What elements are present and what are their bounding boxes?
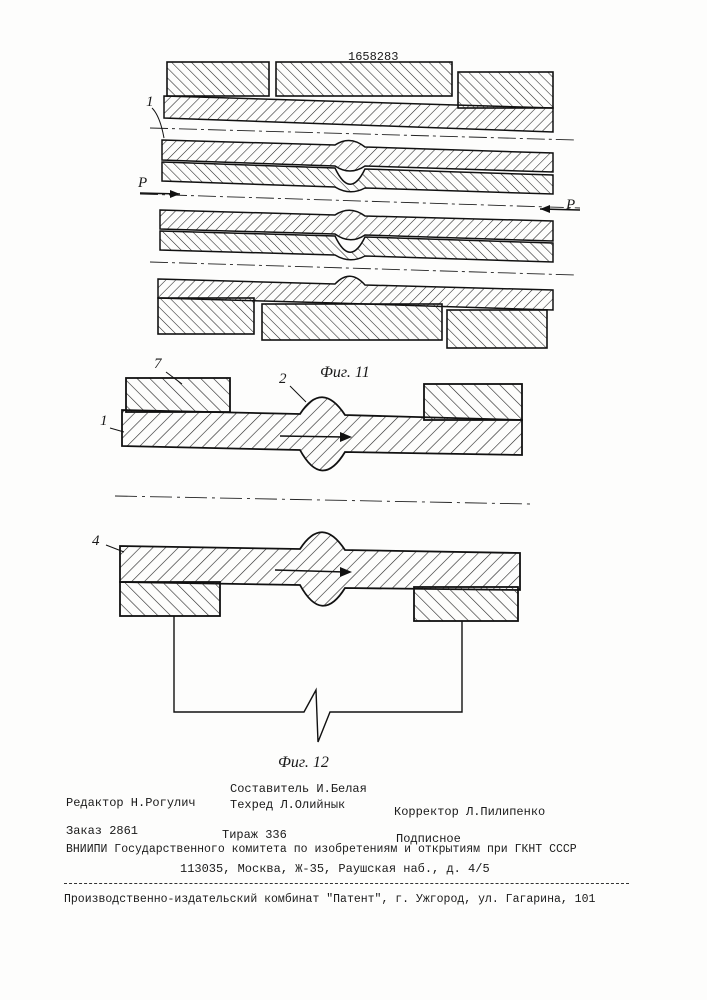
footer-address: 113035, Москва, Ж-35, Раушская наб., д. …: [180, 862, 490, 876]
technical-drawing: [0, 0, 707, 800]
fig12-die-bottom-right: [414, 587, 518, 621]
fig12-circuit-wire: [174, 616, 462, 742]
fig11-arrowhead-left: [170, 190, 180, 198]
footer-techred: Техред Л.Олийнык: [230, 798, 345, 812]
fig12-axis: [115, 496, 530, 504]
footer-circulation: Тираж 336: [222, 828, 287, 842]
figure-11: [140, 62, 580, 348]
fig12-die-top-right: [424, 384, 522, 420]
figure-12: [106, 372, 530, 742]
fig12-leader-2: [290, 386, 306, 402]
fig11-axis-2: [140, 194, 580, 208]
fig12-die-top-left: [126, 378, 230, 412]
fig12-label-4: 4: [92, 534, 100, 548]
fig12-label-7: 7: [154, 357, 162, 371]
footer-order: Заказ 2861: [66, 824, 138, 838]
footer-rule-2: [64, 883, 629, 884]
fig12-label-2: 2: [279, 372, 287, 386]
fig11-die-bottom-left: [158, 298, 254, 334]
footer-publisher: Производственно-издательский комбинат "П…: [64, 893, 595, 907]
fig11-die-bottom-middle: [262, 304, 442, 340]
fig11-die-top-left: [167, 62, 269, 96]
fig12-arrow-top: [280, 436, 345, 437]
fig11-die-bottom-right: [447, 310, 547, 348]
footer-corrector: Корректор Л.Пилипенко: [394, 805, 545, 819]
footer-compiler: Составитель И.Белая: [230, 782, 367, 796]
fig11-leader-1: [152, 108, 164, 138]
fig11-axis-3: [150, 262, 575, 275]
footer-institute: ВНИИПИ Государственного комитета по изоб…: [66, 843, 577, 857]
fig11-caption: Фиг. 11: [320, 366, 370, 380]
fig12-caption: Фиг. 12: [278, 756, 329, 770]
fig11-arrowhead-right: [540, 205, 550, 213]
fig11-die-top-middle: [276, 62, 452, 96]
footer-editor: Редактор Н.Рогулич: [66, 796, 196, 810]
fig11-label-part-1: 1: [146, 95, 154, 109]
fig12-label-1: 1: [100, 414, 108, 428]
fig12-die-bottom-left: [120, 582, 220, 616]
fig11-die-top-right: [458, 72, 553, 108]
fig11-label-force-left: P: [138, 176, 147, 190]
fig11-label-force-right: P: [566, 198, 575, 212]
